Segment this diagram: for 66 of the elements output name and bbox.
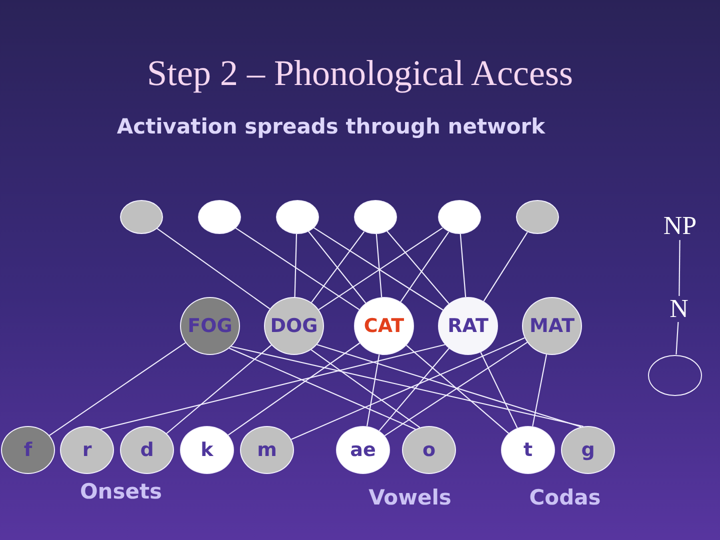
- phoneme-label: o: [422, 439, 436, 461]
- feature-node: [516, 200, 558, 234]
- word-node: [264, 297, 324, 355]
- connection-line: [378, 348, 450, 432]
- feature-node: [354, 200, 396, 234]
- connection-line: [678, 240, 680, 296]
- feature-node: [120, 200, 162, 234]
- phoneme-node: [336, 426, 390, 474]
- tree-label: NP: [660, 212, 700, 240]
- connection-line: [229, 348, 416, 430]
- connection-line: [231, 346, 584, 427]
- phoneme-label: g: [581, 439, 595, 461]
- subtitle-text: Activation spreads through network: [116, 114, 546, 140]
- phoneme-node: [1, 426, 55, 474]
- connection-line: [310, 349, 420, 428]
- connection-line: [386, 230, 450, 304]
- word-label: DOG: [270, 315, 318, 337]
- ring-node: [648, 354, 702, 396]
- connection-line: [316, 344, 582, 428]
- connection-line: [480, 352, 518, 428]
- phoneme-node: [402, 426, 456, 474]
- slide-title: Step 2 – Phonological Access: [147, 52, 573, 95]
- phoneme-label: ae: [350, 439, 376, 461]
- phoneme-label: d: [140, 439, 154, 461]
- connection-line: [400, 232, 450, 302]
- phoneme-label: r: [82, 439, 92, 461]
- connection-line: [376, 234, 382, 298]
- phoneme-node: [561, 426, 615, 474]
- feature-node: [438, 200, 480, 234]
- phoneme-node: [180, 426, 234, 474]
- tree-label: N: [667, 296, 691, 322]
- group-label: Codas: [529, 485, 601, 511]
- connection-line: [49, 342, 186, 436]
- connection-line: [156, 228, 270, 310]
- connection-line: [291, 337, 525, 440]
- connection-line: [676, 322, 679, 355]
- word-label: FOG: [188, 315, 232, 337]
- connection-line: [460, 234, 466, 298]
- phoneme-label: m: [257, 439, 277, 461]
- connection-line: [532, 354, 548, 426]
- feature-node: [276, 200, 318, 234]
- word-node: [354, 297, 414, 355]
- word-node: [180, 297, 240, 355]
- phoneme-node: [240, 426, 294, 474]
- connection-line: [228, 342, 360, 436]
- connection-line: [384, 342, 528, 436]
- word-label: MAT: [529, 315, 575, 337]
- connection-line: [235, 227, 360, 310]
- connection-line: [294, 234, 298, 298]
- connection-line: [406, 344, 509, 434]
- phoneme-label: k: [200, 439, 214, 461]
- word-node: [438, 297, 498, 355]
- feature-node: [198, 200, 240, 234]
- connection-line: [483, 232, 528, 302]
- connection-line: [366, 354, 380, 426]
- word-label: RAT: [448, 315, 488, 337]
- group-label: Vowels: [368, 485, 452, 511]
- phoneme-node: [501, 426, 555, 474]
- word-label: CAT: [364, 315, 404, 337]
- phoneme-node: [60, 426, 114, 474]
- connection-line: [166, 344, 272, 434]
- group-label: Onsets: [80, 479, 162, 505]
- phoneme-node: [120, 426, 174, 474]
- phoneme-label: f: [24, 439, 32, 461]
- phoneme-label: t: [523, 439, 533, 461]
- connection-line: [100, 344, 446, 430]
